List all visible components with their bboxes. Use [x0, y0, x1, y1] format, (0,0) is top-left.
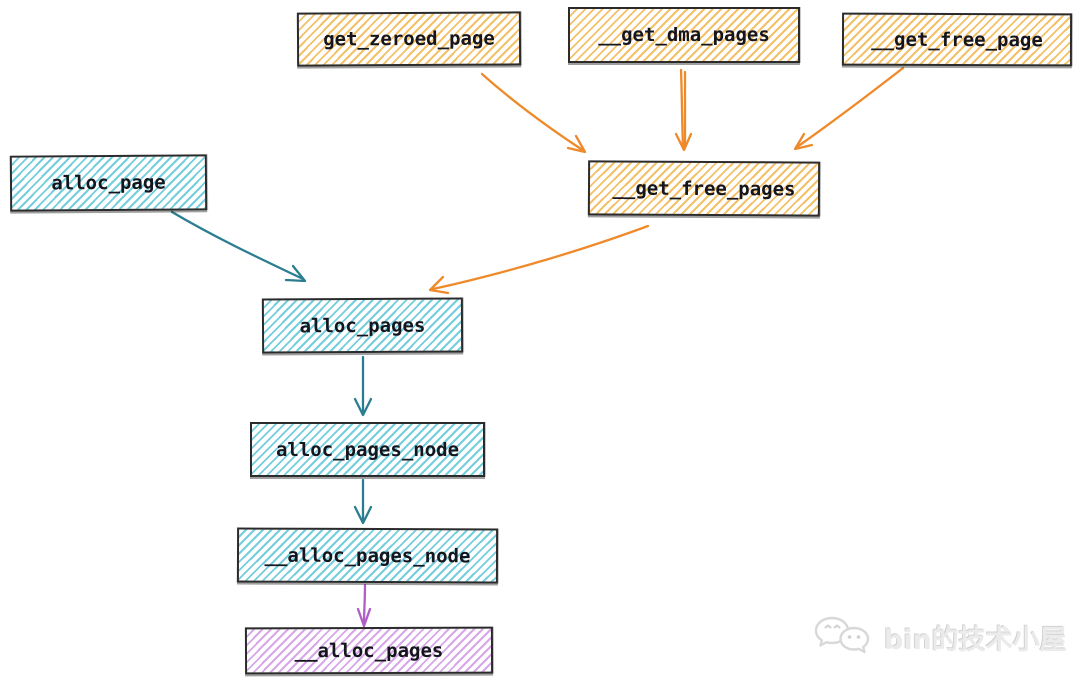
arrow-alloc-pages-node-to-alloc-pages-node2 — [353, 478, 373, 525]
node-label: __alloc_pages — [294, 639, 444, 662]
node-get-zeroed-page: get_zeroed_page — [296, 11, 522, 67]
node-label: alloc_pages — [299, 314, 426, 337]
arrow-alloc-pages-node2-to-alloc-pages-final — [356, 583, 372, 628]
node-label: __get_free_pages — [612, 177, 796, 200]
node-alloc-page: alloc_page — [9, 154, 208, 212]
node-get-free-pages: __get_free_pages — [587, 160, 821, 217]
arrow-get-free-pages-to-alloc-pages — [428, 224, 650, 295]
node-label: get_zeroed_page — [323, 27, 495, 51]
node-label: __get_dma_pages — [598, 24, 770, 46]
watermark-text: bin的技术小屋 — [884, 624, 1067, 656]
node-get-dma-pages: __get_dma_pages — [568, 7, 800, 63]
node-label: alloc_page — [51, 171, 166, 195]
node-alloc-pages-node: alloc_pages_node — [250, 422, 485, 477]
node-alloc-pages: alloc_pages — [261, 297, 464, 354]
node-get-free-page: __get_free_page — [841, 12, 1073, 67]
arrow-get-zeroed-page-to-get-free-pages — [480, 72, 587, 154]
node-label: __get_free_page — [871, 28, 1043, 51]
wechat-chat-bubbles-icon — [814, 616, 870, 654]
node-label: __alloc_pages_node — [264, 544, 471, 567]
arrow-alloc-page-to-alloc-pages — [170, 210, 307, 283]
arrow-alloc-pages-to-alloc-pages-node — [353, 355, 373, 417]
node-alloc-pages-node-internal: __alloc_pages_node — [236, 527, 499, 584]
node-label: alloc_pages_node — [275, 438, 460, 461]
arrow-get-free-page-to-get-free-pages — [793, 66, 905, 151]
watermark: bin的技术小屋 — [812, 614, 1067, 660]
node-alloc-pages-final: __alloc_pages — [244, 626, 494, 675]
arrow-get-dma-pages-to-get-free-pages — [674, 68, 693, 152]
